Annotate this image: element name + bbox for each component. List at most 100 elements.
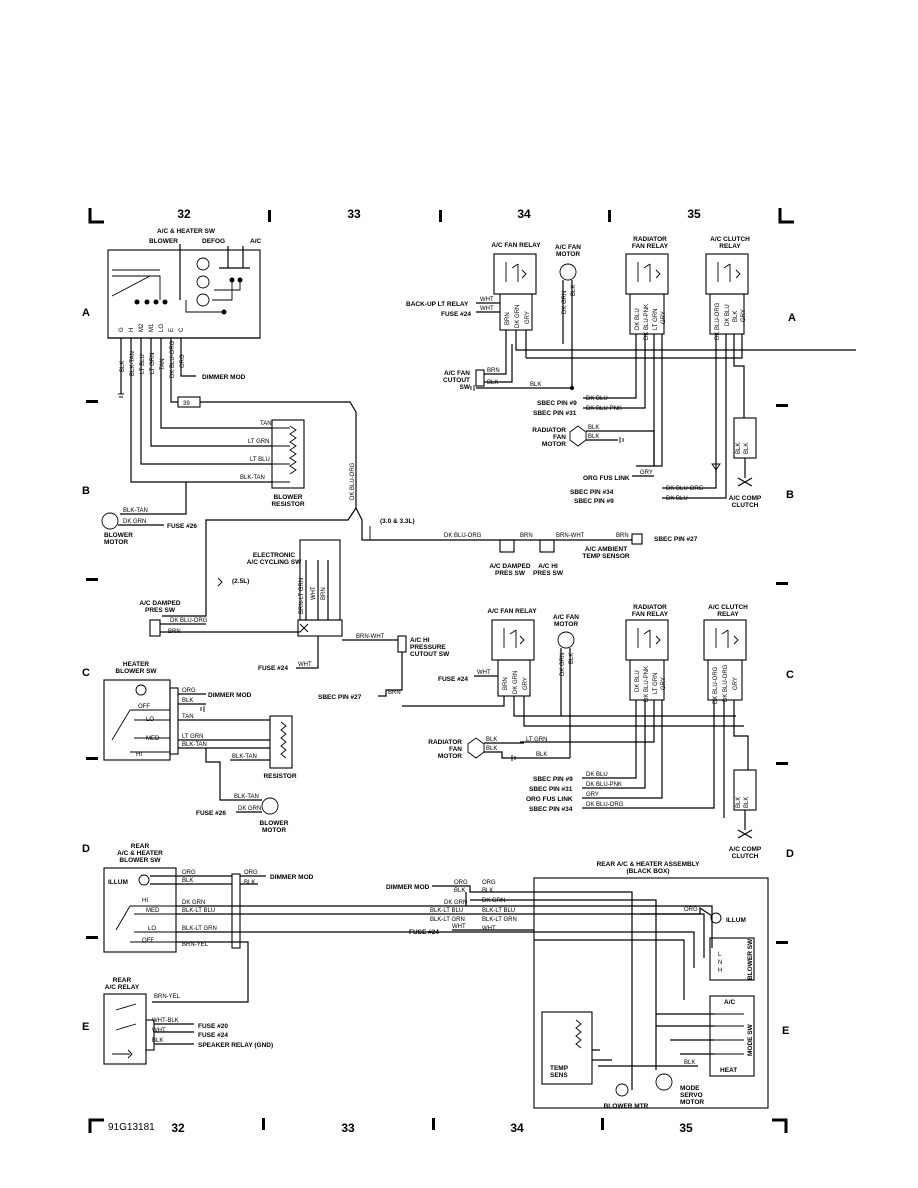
row-label-a-right: A [788, 312, 796, 324]
rear-assembly-box [533, 877, 769, 1109]
svg-text:BRN: BRN [168, 629, 181, 635]
heat-label: HEAT [720, 1067, 737, 1074]
svg-text:WHT: WHT [482, 926, 496, 932]
ac-label: A/C [250, 238, 262, 245]
row-label-c-right: C [786, 669, 794, 681]
fuse26-label-1: FUSE #26 [167, 523, 197, 530]
svg-text:BLK: BLK [530, 382, 541, 388]
column-label-32: 32 [177, 207, 191, 221]
svg-text:DK GRN: DK GRN [562, 291, 568, 314]
pin-c: C [179, 327, 185, 332]
svg-text:DK BLU-ORG: DK BLU-ORG [350, 462, 356, 500]
svg-text:DK BLU-ORG: DK BLU-ORG [170, 340, 176, 378]
pin-lo: LO [159, 324, 165, 332]
row-label-e-right: E [782, 1025, 789, 1037]
svg-text:BLK-LT BLU: BLK-LT BLU [482, 908, 515, 914]
svg-text:LT GRN: LT GRN [653, 673, 659, 694]
ac-fan-relay-label: A/C FAN RELAY [491, 242, 541, 249]
svg-text:GRY: GRY [661, 677, 667, 690]
svg-text:WHT: WHT [452, 924, 466, 930]
svg-text:HI: HI [136, 752, 142, 758]
svg-text:BLK-TAN: BLK-TAN [182, 742, 207, 748]
svg-text:BLK: BLK [588, 434, 599, 440]
svg-text:BLK: BLK [454, 888, 465, 894]
svg-text:GRY: GRY [523, 677, 529, 690]
svg-text:BLK: BLK [684, 1060, 695, 1066]
svg-text:BRN: BRN [503, 677, 509, 690]
column-label-34: 34 [517, 207, 531, 221]
svg-text:BLK: BLK [744, 797, 750, 808]
row-label-c: C [82, 667, 90, 679]
svg-text:BLK-LT GRN: BLK-LT GRN [182, 926, 217, 932]
svg-text:DK GRN: DK GRN [238, 806, 261, 812]
backup-lt-relay-label: BACK-UP LT RELAY [406, 301, 469, 308]
svg-text:ORG: ORG [684, 907, 698, 913]
row-label-a: A [82, 307, 90, 319]
svg-text:DK BLU-ORG: DK BLU-ORG [444, 533, 482, 539]
sbec34-label-2: SBEC PIN #34 [529, 806, 573, 813]
resistor-label: RESISTOR [263, 773, 296, 780]
blower-label: BLOWER [149, 238, 178, 245]
illum-label-2: ILLUM [726, 917, 746, 924]
svg-text:LT GRN: LT GRN [526, 737, 547, 743]
svg-text:BLK: BLK [487, 380, 498, 386]
svg-text:MED: MED [146, 736, 160, 742]
fuse24-label-1: FUSE #24 [441, 311, 471, 318]
row-label-b-right: B [786, 489, 794, 501]
svg-text:TAN: TAN [182, 714, 194, 720]
svg-text:DK BLU-ORG: DK BLU-ORG [666, 486, 704, 492]
svg-text:LT GRN: LT GRN [182, 734, 203, 740]
dimmer-mod-label-1: DIMMER MOD [202, 374, 246, 381]
svg-text:BLK: BLK [536, 752, 547, 758]
svg-text:BLK-LT GRN: BLK-LT GRN [430, 917, 465, 923]
sbec31-label-2: SBEC PIN #31 [529, 786, 573, 793]
svg-text:DK BLU: DK BLU [635, 670, 641, 692]
svg-text:DK BLU: DK BLU [586, 396, 608, 402]
svg-text:BLK-LT BLU: BLK-LT BLU [430, 908, 463, 914]
svg-text:BLK: BLK [588, 425, 599, 431]
svg-text:LT BLU: LT BLU [250, 457, 270, 463]
svg-text:BRN-YEL: BRN-YEL [182, 942, 209, 948]
svg-text:DK BLU: DK BLU [635, 308, 641, 330]
grid-frame [86, 208, 794, 1133]
svg-text:BLK: BLK [736, 797, 742, 808]
fuse24-label-2: FUSE #24 [258, 665, 288, 672]
row-label-b: B [82, 485, 90, 497]
svg-text:BLK: BLK [120, 361, 126, 372]
svg-text:ORG: ORG [244, 870, 258, 876]
org-fus-link-label-1: ORG FUS LINK [583, 475, 630, 482]
speaker-relay-label: SPEAKER RELAY (GND) [198, 1042, 273, 1049]
sbec9-label-2: SBEC PIN #9 [574, 498, 614, 505]
svg-text:BLK-TAN: BLK-TAN [232, 754, 257, 760]
svg-text:BRN: BRN [520, 533, 533, 539]
svg-text:GRY: GRY [661, 311, 667, 324]
svg-text:BLK: BLK [571, 285, 577, 296]
fuse24-label-3: FUSE #24 [438, 676, 468, 683]
svg-text:LT GRN: LT GRN [653, 309, 659, 330]
svg-text:BLK: BLK [182, 878, 193, 884]
sbec34-label-1: SBEC PIN #34 [570, 489, 614, 496]
column-label-35-bottom: 35 [679, 1121, 693, 1135]
svg-text:BLK: BLK [152, 1038, 163, 1044]
svg-text:BLK-TAN: BLK-TAN [234, 794, 259, 800]
svg-text:LO: LO [148, 926, 156, 932]
pin-m1: M1 [149, 323, 155, 332]
sbec9-label-1: SBEC PIN #9 [537, 400, 577, 407]
svg-text:GRY: GRY [640, 470, 653, 476]
svg-text:BRN: BRN [321, 587, 327, 600]
